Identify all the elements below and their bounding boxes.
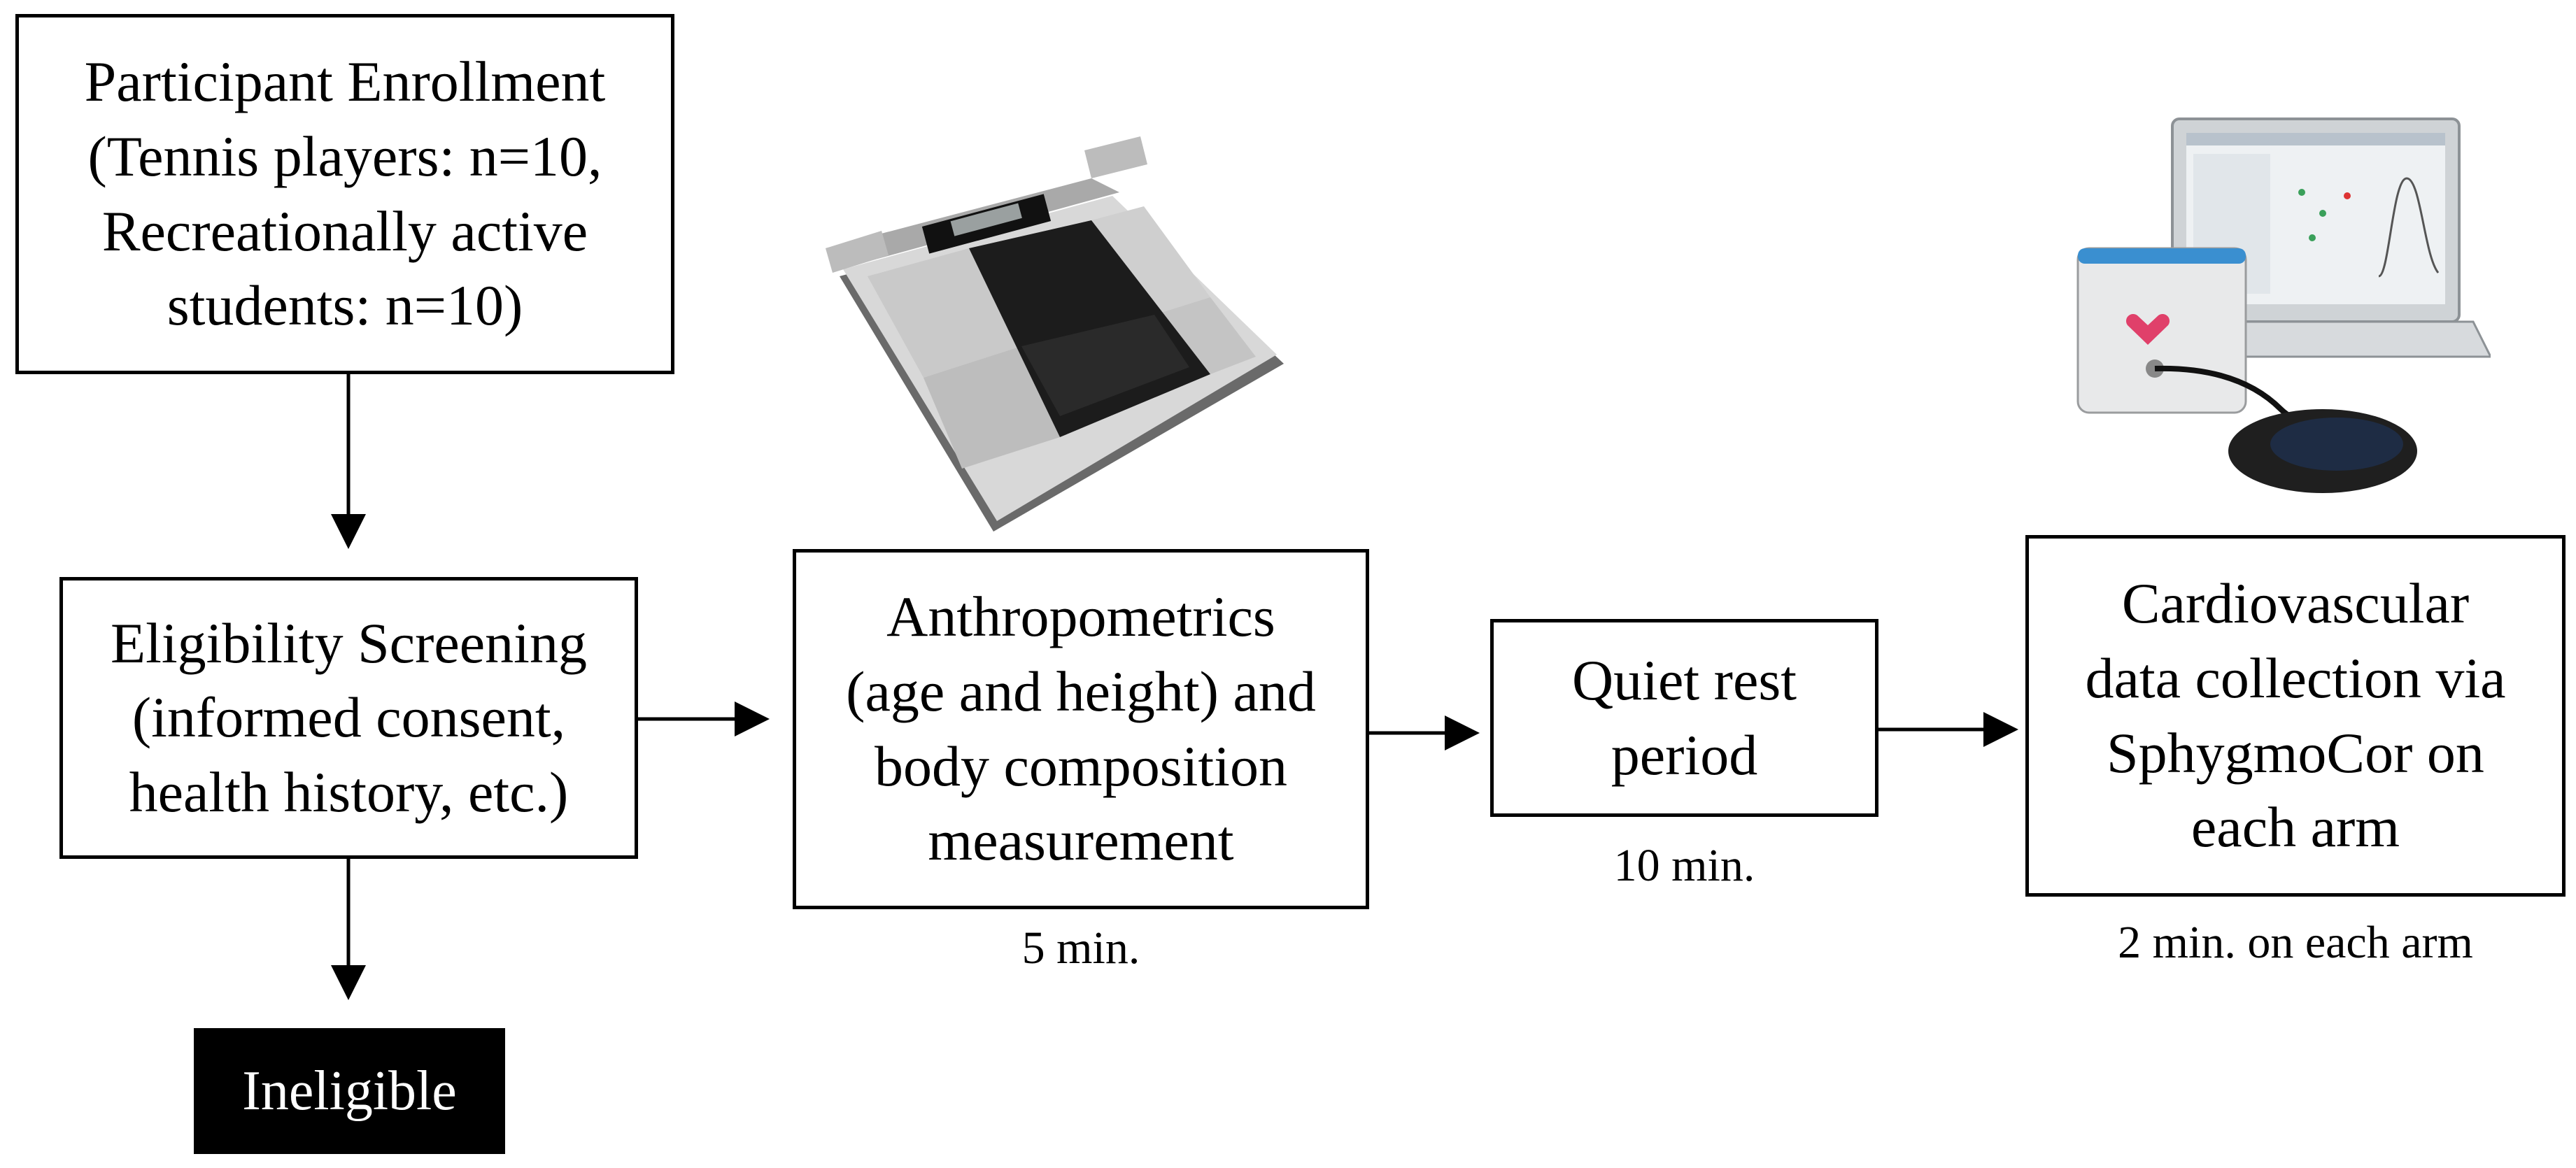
enrollment-line-3: Recreationally active [101, 199, 588, 263]
anthro-duration: 5 min. [1021, 923, 1140, 974]
screening-line-3: health history, etc.) [129, 760, 569, 824]
enrollment-box: Participant Enrollment (Tennis players: … [15, 14, 674, 374]
anthropometrics-box: Anthropometrics (age and height) and bod… [793, 549, 1369, 909]
enrollment-line-2: (Tennis players: n=10, [87, 124, 602, 188]
cardiovascular-box: Cardiovascular data collection via Sphyg… [2025, 535, 2566, 897]
anthro-line-3: body composition [875, 734, 1287, 798]
quiet-rest-box: Quiet rest period [1490, 619, 1878, 817]
cardio-duration: 2 min. on each arm [2118, 917, 2473, 968]
cardio-line-1: Cardiovascular [2121, 571, 2470, 636]
enrollment-line-1: Participant Enrollment [84, 50, 606, 114]
anthro-line-2: (age and height) and [846, 659, 1316, 723]
body-composition-scale-image [826, 136, 1284, 532]
sphygmocor-device-image [2076, 117, 2491, 493]
cardio-line-2: data collection via [2085, 646, 2506, 710]
eligibility-screening-box: Eligibility Screening (informed consent,… [59, 577, 638, 859]
ineligible-box: Ineligible [194, 1028, 505, 1154]
cardio-line-3: SphygmoCor on [2107, 720, 2484, 785]
screening-line-2: (informed consent, [132, 685, 566, 750]
rest-line-2-text: period [1611, 722, 1758, 787]
anthro-line-4: measurement [928, 809, 1234, 873]
screening-line-1: Eligibility Screening [111, 611, 587, 675]
rest-line-1-text: Quiet rest [1571, 648, 1797, 712]
ineligible-label: Ineligible [242, 1060, 457, 1122]
rest-duration: 10 min. [1613, 840, 1755, 891]
cardio-line-4: each arm [2191, 795, 2400, 860]
anthro-line-1: Anthropometrics [886, 585, 1275, 649]
enrollment-line-4: students: n=10) [167, 273, 523, 338]
